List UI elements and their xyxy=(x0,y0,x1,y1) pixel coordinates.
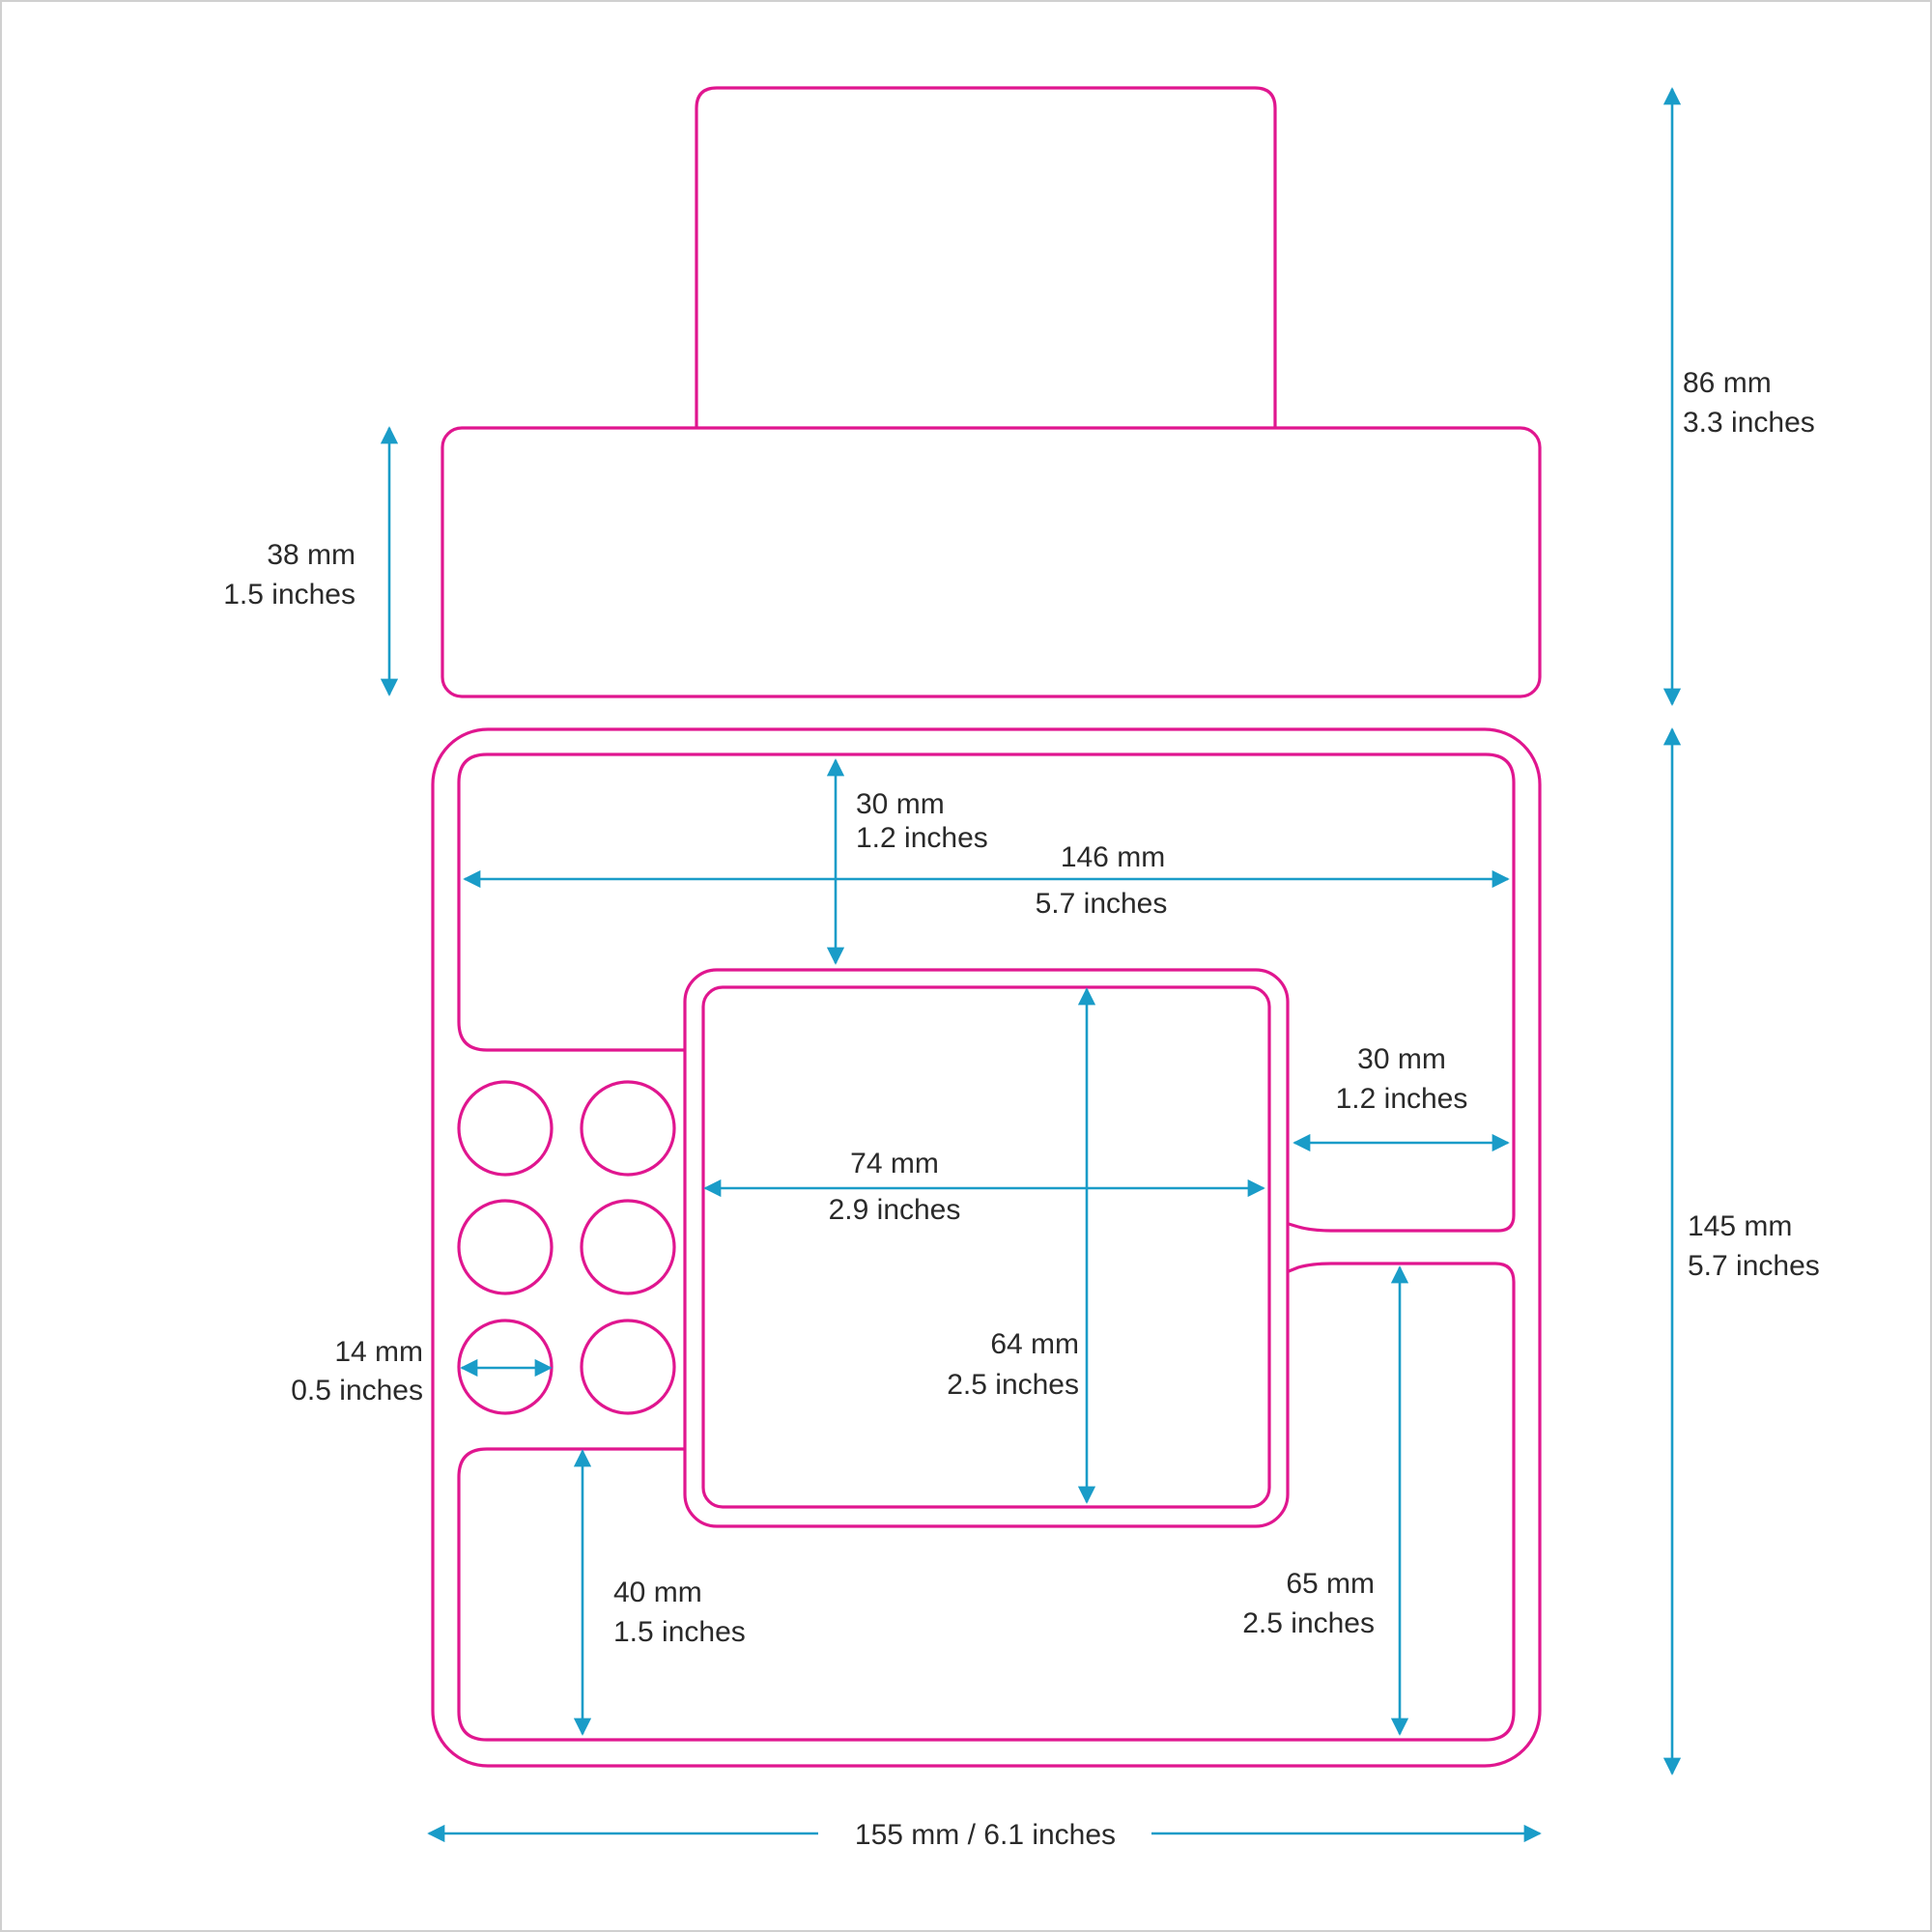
tray-outer-wall xyxy=(431,727,1542,1768)
label-center-height-inches: 2.5 inches xyxy=(947,1369,1079,1401)
label-center-width-inches: 2.9 inches xyxy=(829,1194,961,1226)
tray xyxy=(431,727,1542,1768)
label-tray-height-inches: 5.7 inches xyxy=(1688,1250,1820,1282)
label-center-width-mm: 74 mm xyxy=(850,1148,939,1179)
label-lid-height-mm: 38 mm xyxy=(267,539,355,571)
label-inner-width-mm: 146 mm xyxy=(1061,841,1165,873)
bottom-compartment xyxy=(457,1262,1516,1742)
lid-assembly xyxy=(440,86,1542,698)
top-compartment xyxy=(457,753,1516,1233)
label-top-depth-inches: 1.2 inches xyxy=(856,822,988,854)
label-right-width-inches: 1.2 inches xyxy=(1336,1083,1468,1115)
label-circle-diameter-inches: 0.5 inches xyxy=(291,1375,423,1406)
circle-holders xyxy=(457,1080,676,1415)
circle-holder xyxy=(580,1080,676,1177)
dimension-labels: 86 mm 3.3 inches 38 mm 1.5 inches 145 mm… xyxy=(223,367,1820,1851)
label-total-height-mm: 86 mm xyxy=(1683,367,1772,399)
label-overall-width: 155 mm / 6.1 inches xyxy=(855,1819,1116,1851)
label-tray-height-mm: 145 mm xyxy=(1688,1210,1792,1242)
dimension-lines xyxy=(380,87,1682,1843)
label-right-width-mm: 30 mm xyxy=(1357,1043,1446,1075)
label-total-height-inches: 3.3 inches xyxy=(1683,407,1815,439)
lid-base-block xyxy=(440,426,1542,698)
label-circle-diameter-mm: 14 mm xyxy=(334,1336,423,1368)
label-inner-width-inches: 5.7 inches xyxy=(1036,888,1168,920)
circle-holder xyxy=(457,1199,554,1295)
circle-holder xyxy=(580,1199,676,1295)
circle-holder xyxy=(580,1319,676,1415)
circle-holder xyxy=(457,1080,554,1177)
label-top-depth-mm: 30 mm xyxy=(856,788,945,820)
label-center-height-mm: 64 mm xyxy=(990,1328,1079,1360)
center-well-inner xyxy=(701,985,1271,1509)
lid-upper-block xyxy=(695,86,1277,428)
label-bottom-left-inches: 1.5 inches xyxy=(613,1616,746,1648)
label-lid-height-inches: 1.5 inches xyxy=(223,579,355,611)
label-bottom-right-mm: 65 mm xyxy=(1286,1568,1375,1600)
label-bottom-left-mm: 40 mm xyxy=(613,1577,702,1608)
label-bottom-right-inches: 2.5 inches xyxy=(1242,1607,1375,1639)
center-well-outer xyxy=(683,968,1290,1528)
